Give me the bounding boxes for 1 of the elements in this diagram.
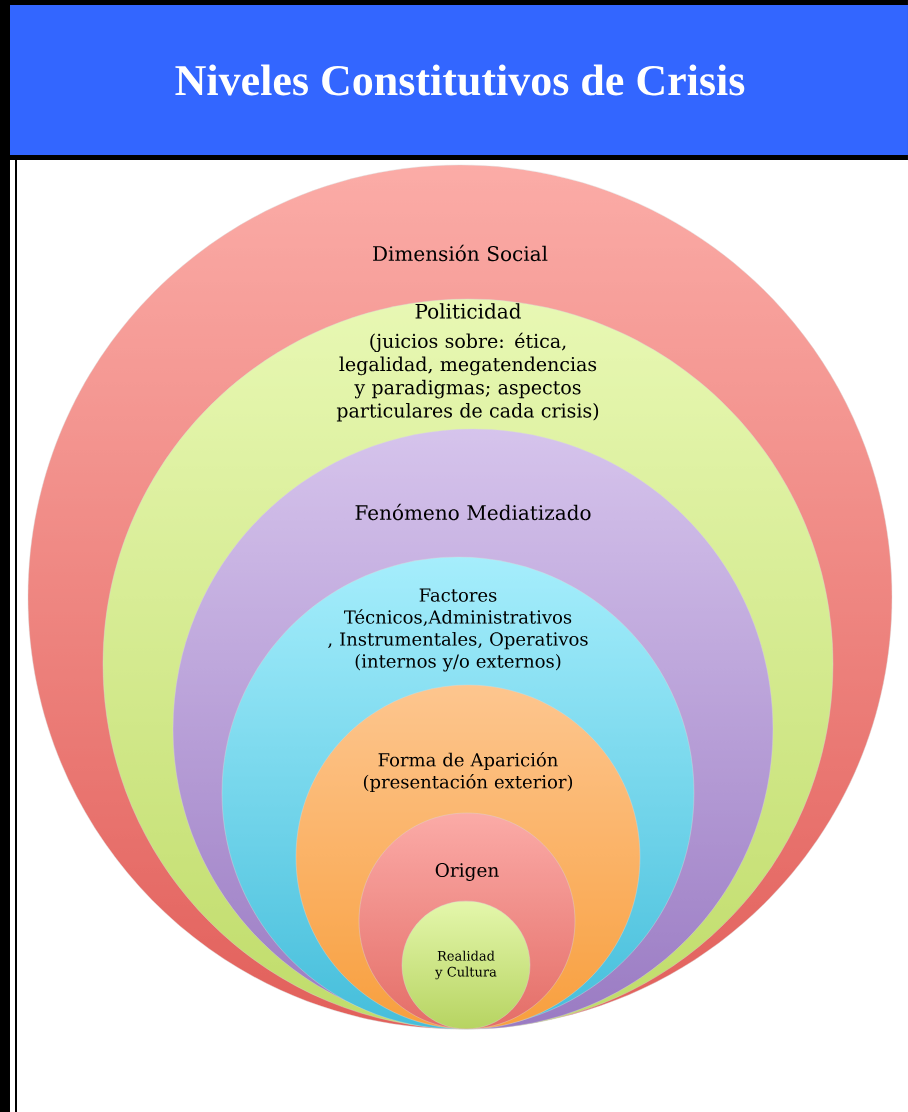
title-band: Niveles Constitutivos de Crisis — [0, 0, 908, 160]
